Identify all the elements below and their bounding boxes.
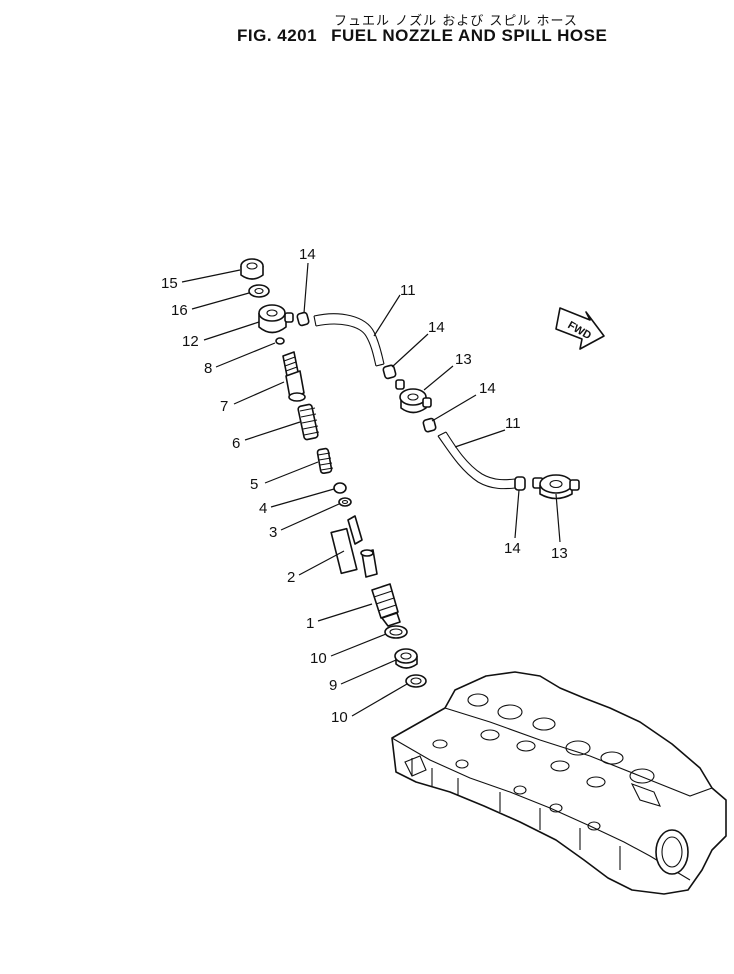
part-14-clamp-d — [514, 476, 526, 491]
part-2-needle-set — [330, 515, 378, 578]
leader-lines — [181, 262, 561, 717]
callout-10-lower: 10 — [331, 709, 348, 726]
part-14-clamp-b — [382, 364, 397, 380]
callout-13-upper: 13 — [455, 351, 472, 368]
part-1-nozzle-tip — [371, 583, 401, 627]
part-7-nozzle-holder — [282, 351, 306, 402]
part-8-o-ring — [275, 337, 285, 345]
part-16-washer — [248, 284, 270, 298]
callout-4: 4 — [259, 500, 267, 517]
figure-title: FIG. 4201 FUEL NOZZLE AND SPILL HOSE — [237, 26, 607, 46]
part-15-nut — [240, 258, 264, 280]
part-6-spring-set — [297, 403, 320, 441]
callout-16: 16 — [171, 302, 188, 319]
callout-15: 15 — [161, 275, 178, 292]
part-10-gasket-upper — [384, 625, 408, 639]
callout-12: 12 — [182, 333, 199, 350]
part-11-spill-hose-upper — [313, 313, 385, 367]
part-12-holder — [258, 304, 294, 334]
forward-arrow-icon — [555, 307, 605, 350]
callout-13-lower: 13 — [551, 545, 568, 562]
part-4-washer — [333, 482, 347, 494]
callout-11-lower: 11 — [505, 415, 521, 432]
callout-1: 1 — [306, 615, 314, 632]
callout-8: 8 — [204, 360, 212, 377]
callout-7: 7 — [220, 398, 228, 415]
callout-14-a: 14 — [299, 246, 316, 263]
callout-5: 5 — [250, 476, 258, 493]
callout-2: 2 — [287, 569, 295, 586]
fwd-direction-marker: FWD — [555, 307, 605, 350]
part-9-sleeve — [394, 648, 418, 669]
callout-3: 3 — [269, 524, 277, 541]
figure-caption: FUEL NOZZLE AND SPILL HOSE — [331, 26, 608, 45]
part-5-spring — [316, 447, 334, 475]
callout-labels: 15 16 12 8 7 6 5 4 3 2 1 10 9 10 14 11 1… — [161, 246, 568, 726]
callout-14-d: 14 — [504, 540, 521, 557]
callout-6: 6 — [232, 435, 240, 452]
callout-10-upper: 10 — [310, 650, 327, 667]
part-14-clamp-a — [296, 311, 310, 327]
part-3-washer — [338, 497, 352, 507]
part-11-spill-hose-lower — [437, 431, 516, 490]
part-14-clamp-c — [422, 417, 437, 433]
callout-14-b: 14 — [428, 319, 445, 336]
part-10-gasket-lower — [405, 674, 427, 688]
part-13-banjo-upper — [395, 379, 432, 414]
figure-number: FIG. 4201 — [237, 26, 318, 45]
callout-11-upper: 11 — [400, 282, 416, 299]
japanese-title: フュエル ノズル および スピル ホース — [334, 14, 578, 29]
cylinder-head — [391, 671, 727, 895]
callout-9: 9 — [329, 677, 337, 694]
callout-14-c: 14 — [479, 380, 496, 397]
